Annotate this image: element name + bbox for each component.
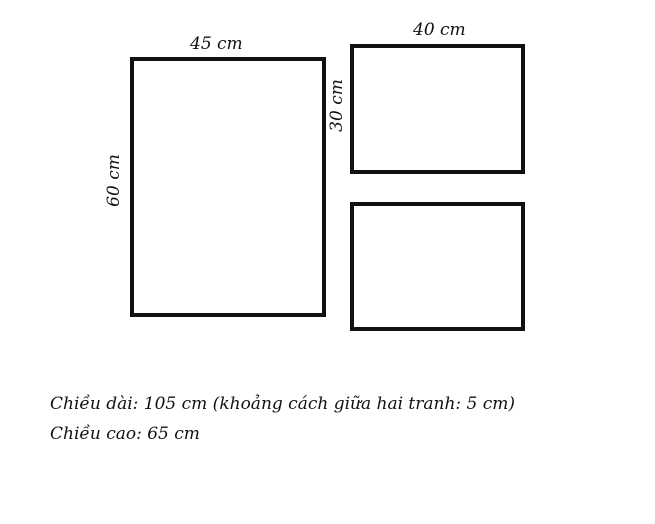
large-width-label: 45 cm: [190, 34, 243, 54]
total-length-note: Chiều dài: 105 cm (khoảng cách giữa hai …: [50, 394, 516, 414]
total-height-note: Chiều cao: 65 cm: [50, 424, 200, 444]
frame-top-right: [350, 44, 525, 174]
frame-large: [130, 57, 326, 317]
frame-bottom-right: [350, 202, 525, 331]
top-right-height-label: 30 cm: [326, 79, 347, 132]
top-right-width-label: 40 cm: [413, 20, 466, 40]
large-height-label: 60 cm: [103, 154, 124, 207]
